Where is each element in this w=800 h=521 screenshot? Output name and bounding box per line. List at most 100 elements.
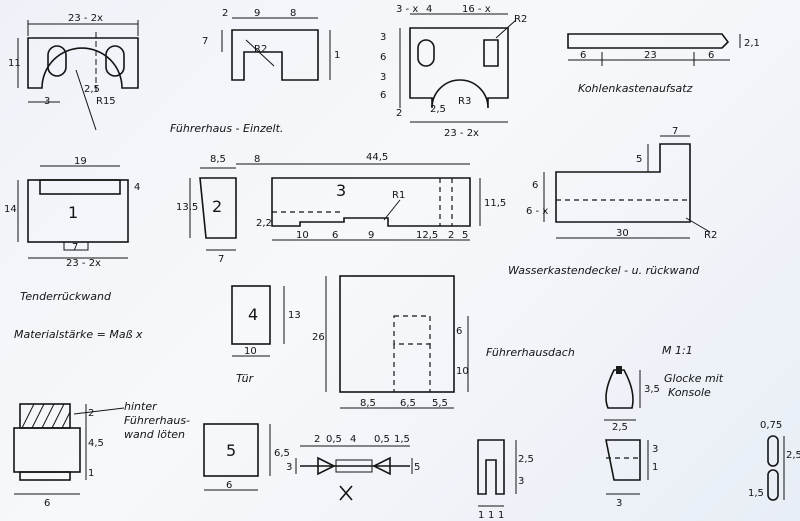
dim-6-5-a: 6,5	[400, 398, 416, 409]
dim-2-2: 2,2	[256, 218, 272, 229]
dim-6-x: 6 - x	[526, 206, 548, 217]
dim-2-c: 2	[448, 230, 454, 241]
dim-r3: R3	[458, 96, 471, 107]
dim-3-g: 3	[616, 498, 622, 509]
dim-1-5-a: 1,5	[394, 434, 410, 445]
dim-7-a: 7	[202, 36, 208, 47]
dim-r2-c: R2	[704, 230, 717, 241]
coal-box-part	[567, 33, 741, 66]
pin-part	[295, 445, 413, 501]
dim-4-b: 4	[134, 182, 140, 193]
dim-r2-a: R2	[254, 44, 267, 55]
bent-bracket-part	[221, 17, 331, 81]
dim-8-5-a: 8,5	[210, 154, 226, 165]
dim-3-f: 3	[652, 444, 658, 455]
label-kohlenkastenaufsatz: Kohlenkastenaufsatz	[578, 82, 693, 95]
dim-2-5-d: 2,5	[612, 422, 628, 433]
door-part	[231, 285, 285, 357]
dim-4-a: 4	[426, 4, 432, 15]
dim-3-e: 3	[518, 476, 524, 487]
dim-2-5-e: 2,5	[786, 450, 800, 461]
dim-1-a: 1	[334, 50, 340, 61]
dim-r1: R1	[392, 190, 405, 201]
part-mark-5: 5	[226, 441, 236, 460]
dim-11-a: 11	[8, 58, 21, 69]
dim-5-a: 5	[462, 230, 468, 241]
dim-19: 19	[74, 156, 87, 167]
dim-1-d: 1	[488, 510, 494, 521]
joined-box-part	[13, 403, 125, 495]
dim-10-b: 10	[244, 346, 257, 357]
dim-0-5-b: 0,5	[374, 434, 390, 445]
water-tank-part	[543, 135, 711, 239]
part-mark-2: 2	[212, 197, 222, 216]
dim-14: 14	[4, 204, 17, 215]
dim-4-5: 4,5	[88, 438, 104, 449]
dim-8-5-b: 8,5	[360, 398, 376, 409]
dim-1-e: 1	[498, 510, 504, 521]
dim-23-2x-b: 23 - 2x	[444, 128, 479, 139]
bell-part	[604, 366, 649, 495]
chain-link-part	[767, 435, 785, 501]
dim-3-d: 3	[286, 462, 292, 473]
dim-r15: R15	[96, 96, 116, 107]
dim-3-c: 3	[380, 72, 386, 83]
dim-6-5-b: 6,5	[274, 448, 290, 459]
dim-1-5-b: 1,5	[748, 488, 764, 499]
dim-9: 9	[254, 8, 260, 19]
dim-8-a: 8	[290, 8, 296, 19]
dim-2-5-b: 2,5	[430, 104, 446, 115]
label-fuhrerhaus-einzelt: Führerhaus - Einzelt.	[170, 122, 283, 135]
dim-23: 23	[644, 50, 657, 61]
label-scale: M 1:1	[662, 344, 693, 357]
dim-10-c: 10	[456, 366, 469, 377]
dim-6-h: 6	[44, 498, 50, 509]
label-materialstarke: Materialstärke = Maß x	[14, 328, 143, 341]
dim-7-d: 7	[672, 126, 678, 137]
dim-12-5: 12,5	[416, 230, 438, 241]
dim-6-d: 6	[708, 50, 714, 61]
dim-3-x: 3 - x	[396, 4, 418, 15]
label-tur: Tür	[236, 372, 255, 385]
dim-6-c: 6	[580, 50, 586, 61]
window-plate-part	[399, 13, 517, 123]
dim-0-75: 0,75	[760, 420, 782, 431]
dim-23-2x-c: 23 - 2x	[66, 258, 101, 269]
dim-3-5: 3,5	[644, 384, 660, 395]
dim-2-d: 2	[88, 408, 94, 419]
dim-30: 30	[616, 228, 629, 239]
dim-2-5-c: 2,5	[518, 454, 534, 465]
label-glocke: Glocke mit	[664, 372, 724, 385]
small-plate-part	[203, 423, 271, 491]
label-fuhrerhausdach: Führerhausdach	[486, 346, 575, 359]
dim-3-b: 3	[380, 32, 386, 43]
dim-7-b: 7	[72, 242, 78, 253]
dim-6-g: 6	[456, 326, 462, 337]
dim-2-a: 2	[222, 8, 228, 19]
dim-7-c: 7	[218, 254, 224, 265]
dim-1-b: 1	[88, 468, 94, 479]
dim-2-e: 2	[314, 434, 320, 445]
part-mark-1: 1	[68, 203, 78, 222]
front-plate-part	[17, 20, 139, 131]
cab-roof-part	[325, 275, 469, 409]
dim-1-f: 1	[652, 462, 658, 473]
dim-6-e: 6	[332, 230, 338, 241]
side-wall-part	[236, 163, 481, 241]
dim-0-5-a: 0,5	[326, 434, 342, 445]
tender-back-part	[17, 165, 129, 259]
dim-6-a: 6	[380, 52, 386, 63]
dim-2-1: 2,1	[744, 38, 760, 49]
dim-13: 13	[288, 310, 301, 321]
label-wand-loten: wand löten	[124, 428, 185, 441]
dim-6-i: 6	[226, 480, 232, 491]
part-mark-3: 3	[336, 181, 346, 200]
dim-8-b: 8	[254, 154, 260, 165]
dim-r2-b: R2	[514, 14, 527, 25]
dim-23-2x-a: 23 - 2x	[68, 13, 103, 24]
dim-6-b: 6	[380, 90, 386, 101]
u-bracket-part	[477, 439, 517, 507]
dim-5-b: 5	[636, 154, 642, 165]
